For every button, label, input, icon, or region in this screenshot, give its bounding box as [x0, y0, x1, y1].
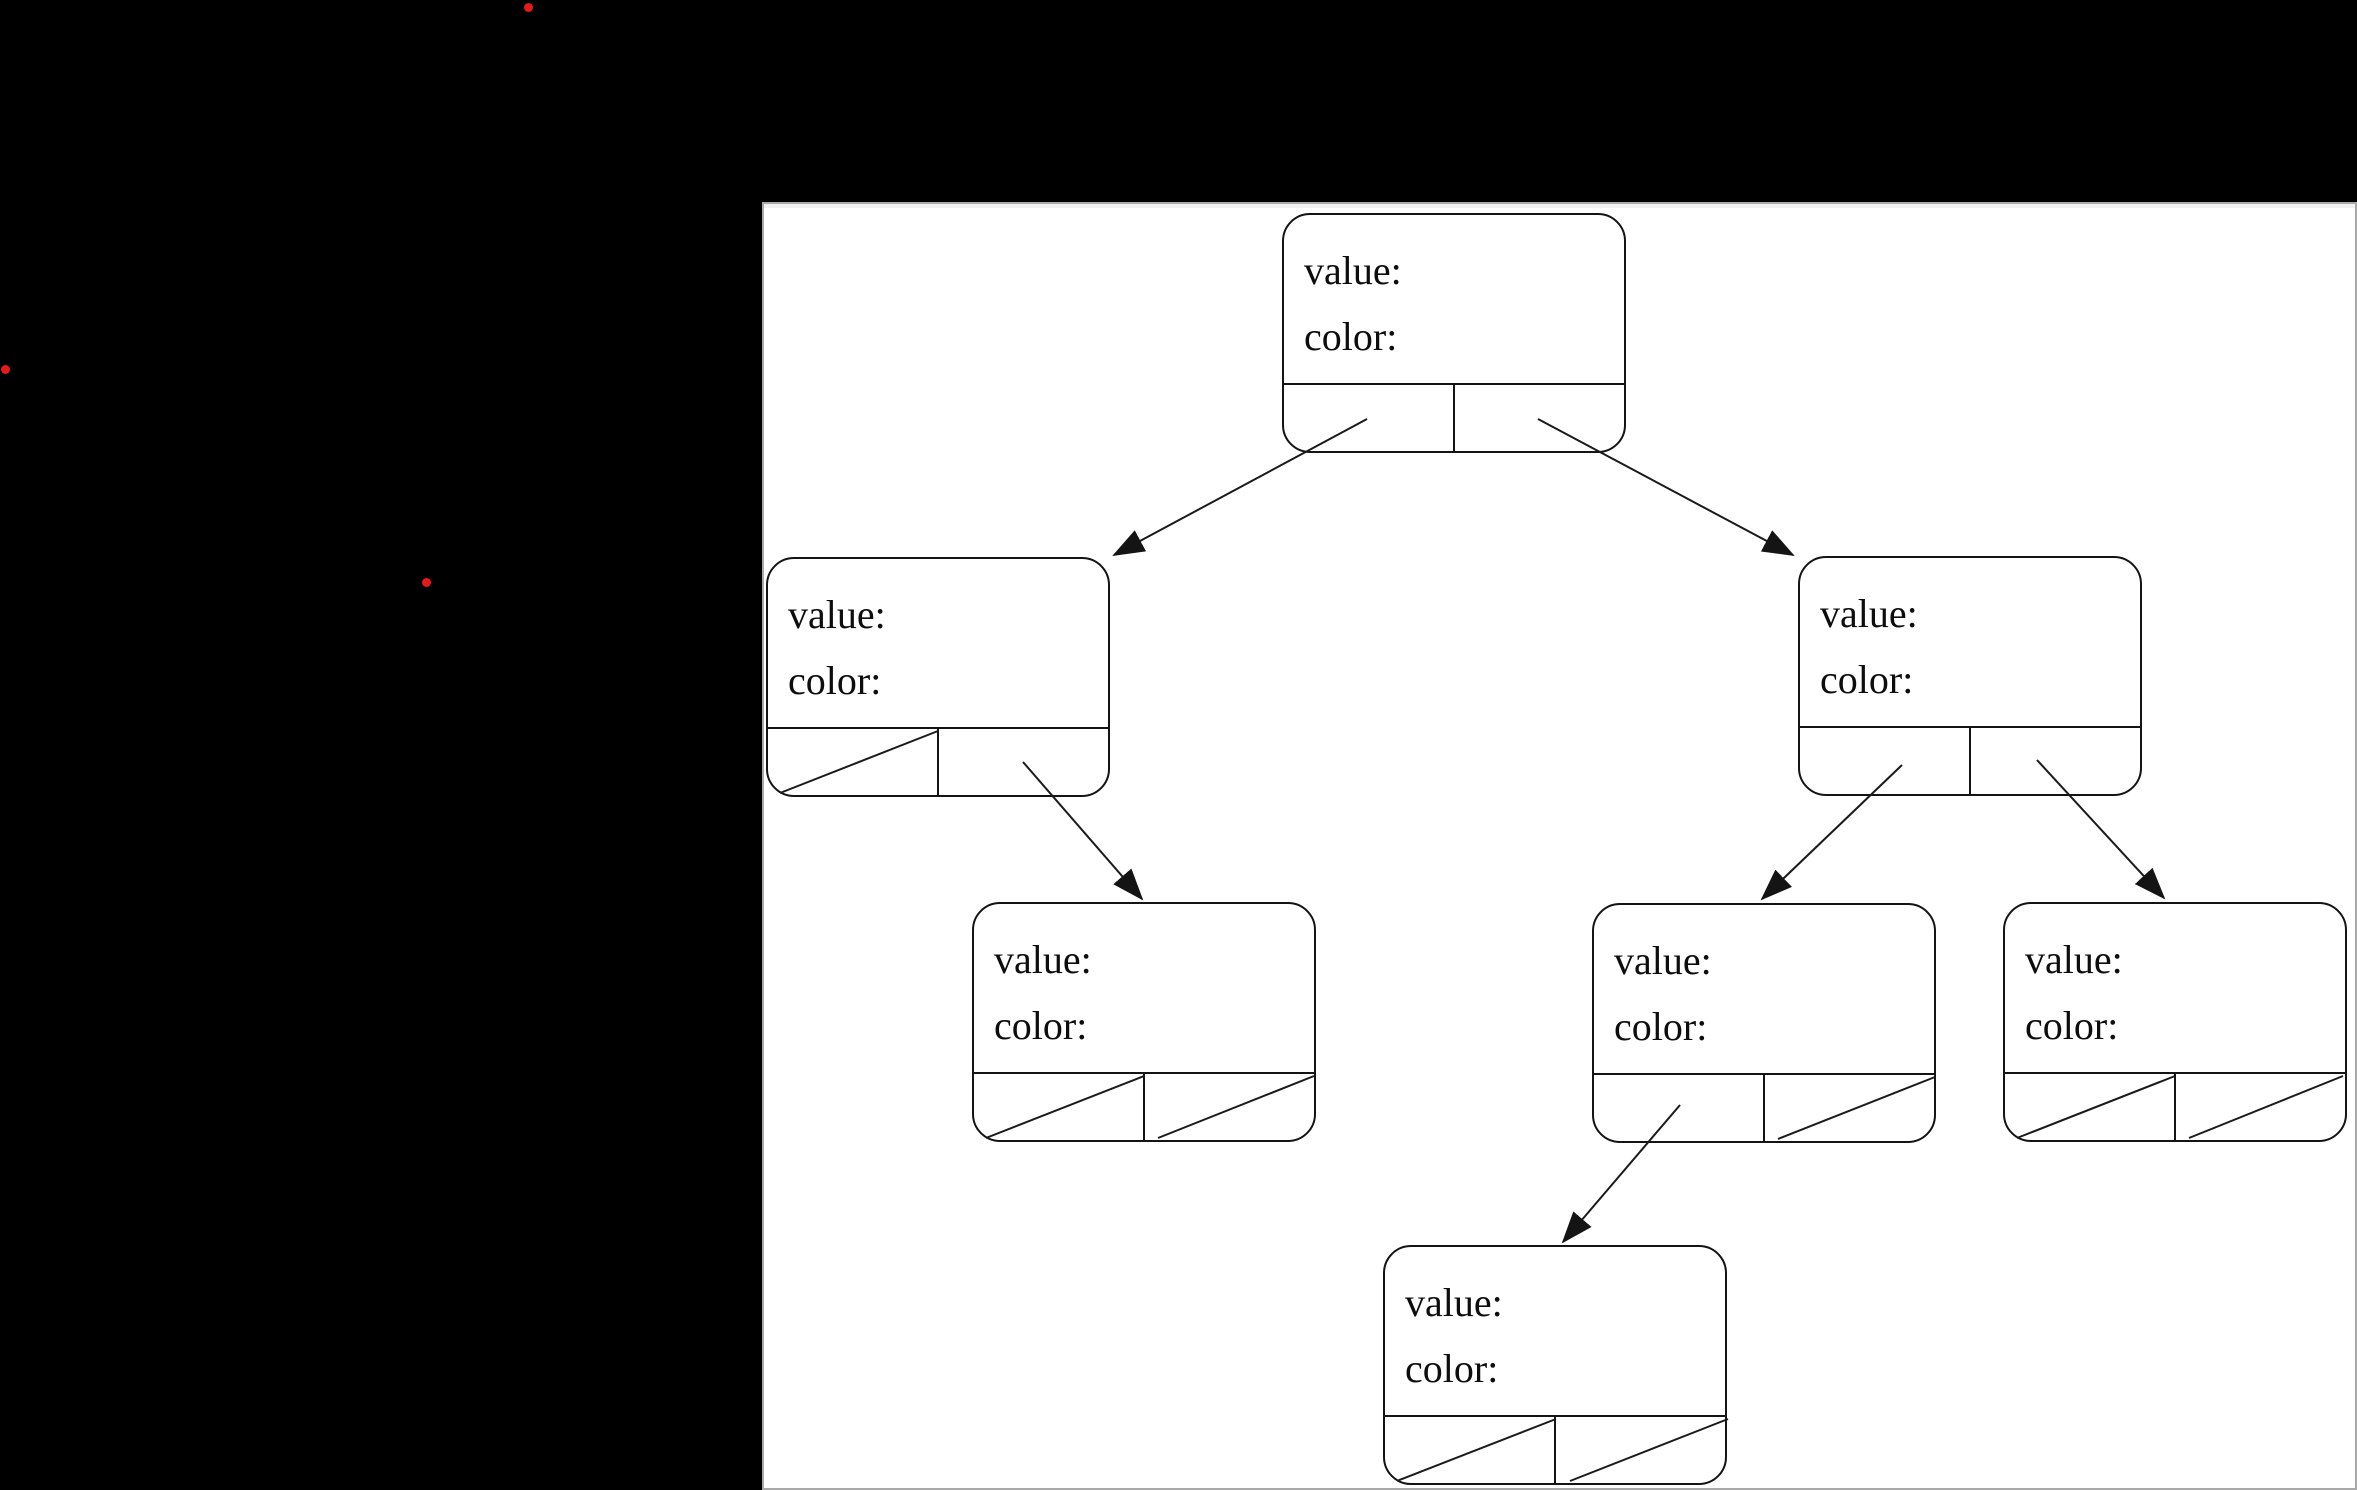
pointer-row [2005, 1072, 2345, 1140]
right-pointer-cell [1969, 728, 2140, 794]
node-color-label: color: [1614, 1004, 1708, 1049]
left-pointer-cell-null [974, 1074, 1143, 1140]
right-pointer-cell-null [1763, 1075, 1934, 1141]
right-pointer-cell-null [1554, 1417, 1725, 1483]
node-color-label: color: [788, 658, 882, 703]
pointer-row [974, 1072, 1314, 1140]
red-cursor-dot [421, 577, 431, 587]
left-pointer-cell-null [1385, 1417, 1554, 1483]
node-color-label: color: [1405, 1346, 1499, 1391]
pointer-row [1385, 1415, 1725, 1483]
right-pointer-cell [937, 729, 1108, 795]
tree-node-left-right-grandchild: value: color: [972, 902, 1316, 1142]
left-pointer-cell-null [2005, 1074, 2174, 1140]
left-pointer-cell [1594, 1075, 1763, 1141]
diagram-panel: value: color: value: color: value: color… [762, 202, 2357, 1490]
node-value-label: value: [788, 592, 886, 637]
right-pointer-cell-null [1143, 1074, 1314, 1140]
left-pointer-cell [1284, 385, 1453, 451]
node-color-label: color: [994, 1003, 1088, 1048]
right-pointer-cell [1453, 385, 1624, 451]
node-color-label: color: [1304, 314, 1398, 359]
pointer-row [1800, 726, 2140, 794]
node-value-label: value: [2025, 937, 2123, 982]
tree-node-right-right-grandchild: value: color: [2003, 902, 2347, 1142]
tree-node-left-child: value: color: [766, 557, 1110, 797]
node-value-label: value: [1614, 938, 1712, 983]
tree-node-root: value: color: [1282, 213, 1626, 453]
red-cursor-dot [523, 2, 533, 12]
left-pointer-cell-null [768, 729, 937, 795]
pointer-row [1594, 1073, 1934, 1141]
panel-top-border [764, 204, 2355, 208]
pointer-row [1284, 383, 1624, 451]
left-pointer-cell [1800, 728, 1969, 794]
tree-node-right-left-left-greatgrandchild: value: color: [1383, 1245, 1727, 1485]
pointer-row [768, 727, 1108, 795]
node-value-label: value: [1304, 248, 1402, 293]
node-value-label: value: [1820, 591, 1918, 636]
right-pointer-cell-null [2174, 1074, 2345, 1140]
node-value-label: value: [1405, 1280, 1503, 1325]
node-color-label: color: [2025, 1003, 2119, 1048]
red-cursor-dot [0, 364, 10, 374]
node-value-label: value: [994, 937, 1092, 982]
node-color-label: color: [1820, 657, 1914, 702]
tree-node-right-left-grandchild: value: color: [1592, 903, 1936, 1143]
tree-node-right-child: value: color: [1798, 556, 2142, 796]
